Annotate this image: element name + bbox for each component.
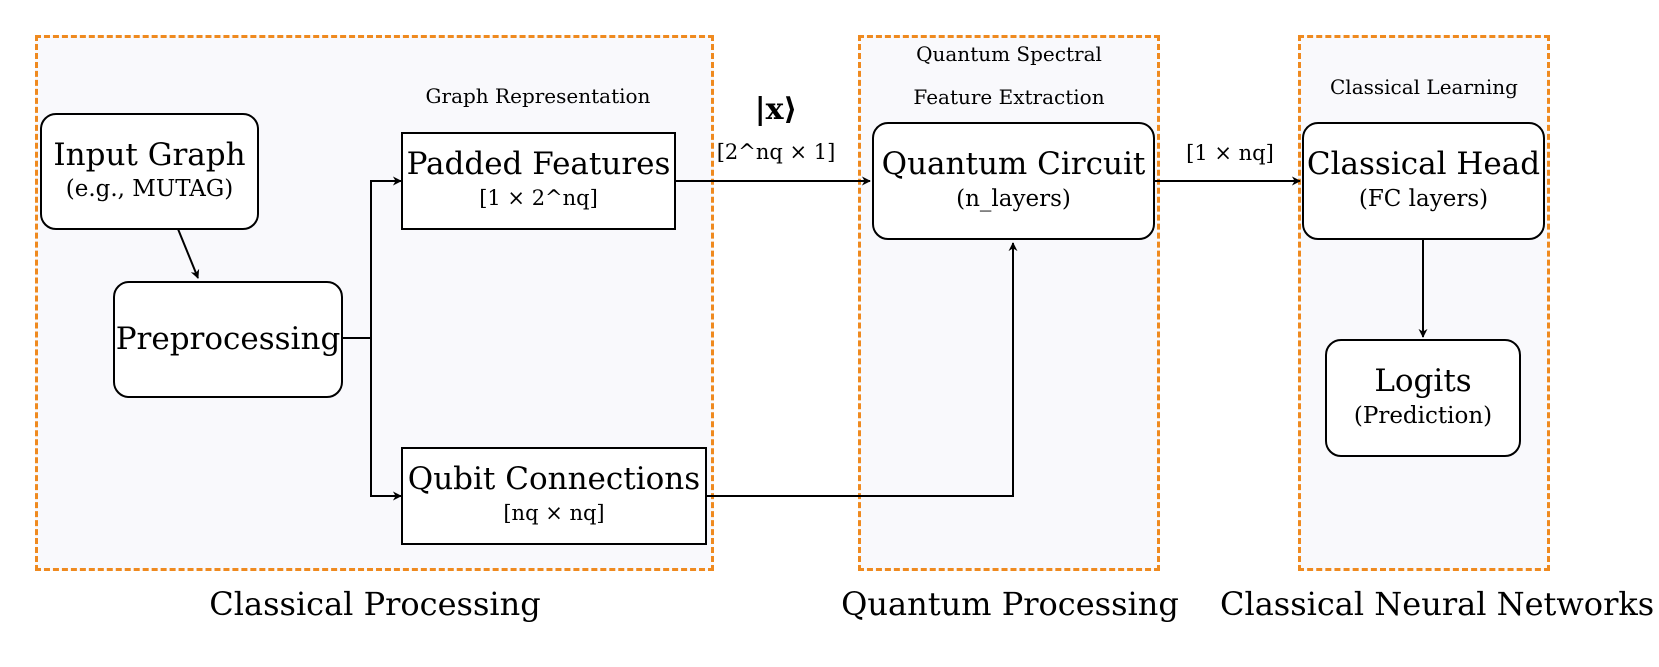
input-graph-subtitle: (e.g., MUTAG): [65, 176, 234, 203]
edge-preprocessing-to-padded: [343, 176, 402, 339]
edge-input-to-preprocessing: [177, 228, 200, 279]
classical-head-title: Classical Head: [1306, 146, 1541, 183]
logits-node: Logits (Prediction): [1325, 339, 1521, 457]
graph-representation-label: Graph Representation: [425, 84, 651, 108]
quantum-processing-caption: Quantum Processing: [841, 585, 1179, 623]
preprocessing-node: Preprocessing: [113, 281, 343, 398]
quantum-spectral-label: Quantum Spectral: [916, 42, 1102, 66]
quantum-circuit-subtitle: (n_layers): [956, 185, 1071, 212]
preprocessing-title: Preprocessing: [115, 320, 341, 357]
padded-edge-dim-label: [2^nq × 1]: [716, 140, 836, 164]
input-graph-node: Input Graph (e.g., MUTAG): [40, 113, 259, 230]
padded-features-title: Padded Features: [406, 146, 671, 183]
circuit-edge-dim-label: [1 × nq]: [1186, 141, 1274, 165]
classical-processing-caption: Classical Processing: [209, 585, 541, 623]
edge-preprocessing-to-qubit: [370, 338, 402, 501]
padded-features-node: Padded Features [1 × 2^nq]: [401, 132, 676, 230]
quantum-circuit-title: Quantum Circuit: [881, 146, 1146, 183]
feature-extraction-label: Feature Extraction: [913, 85, 1105, 109]
qubit-connections-node: Qubit Connections [nq × nq]: [401, 447, 707, 545]
qubit-connections-dim: [nq × nq]: [503, 501, 605, 526]
classical-nn-caption: Classical Neural Networks: [1220, 585, 1655, 623]
edge-qubit-to-circuit: [707, 242, 1018, 497]
ket-x-label: |x⟩: [754, 92, 798, 127]
input-graph-title: Input Graph: [53, 136, 246, 173]
classical-learning-label: Classical Learning: [1330, 75, 1518, 99]
qubit-connections-title: Qubit Connections: [407, 461, 701, 498]
logits-subtitle: (Prediction): [1353, 402, 1493, 429]
padded-features-dim: [1 × 2^nq]: [479, 186, 598, 211]
quantum-circuit-node: Quantum Circuit (n_layers): [872, 122, 1155, 240]
logits-title: Logits: [1374, 363, 1472, 400]
classical-head-node: Classical Head (FC layers): [1302, 122, 1545, 240]
classical-head-subtitle: (FC layers): [1358, 185, 1489, 212]
